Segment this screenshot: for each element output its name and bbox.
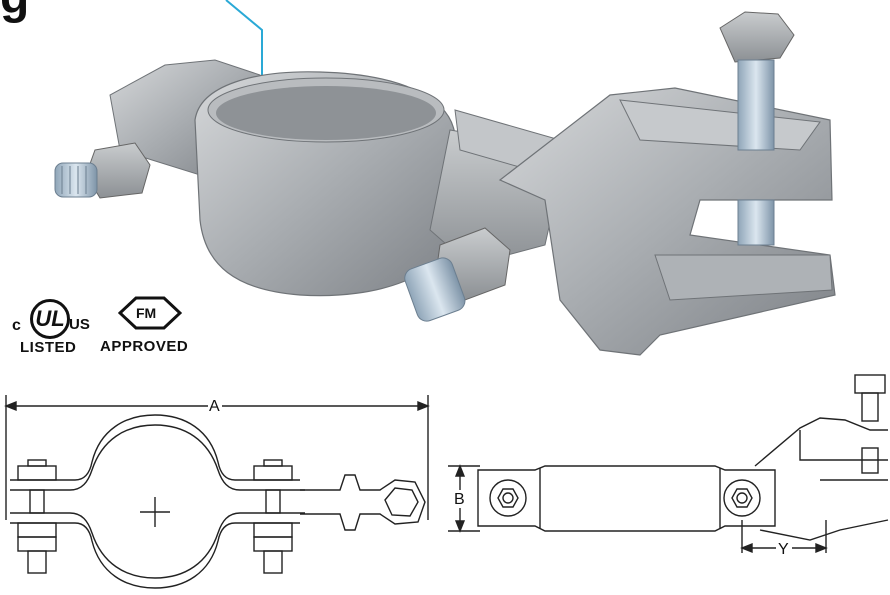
ul-prefix: c xyxy=(12,317,21,334)
fm-label: FM xyxy=(136,305,157,321)
ul-listed-mark: c UL US LISTED xyxy=(12,283,92,356)
fm-status: APPROVED xyxy=(100,338,189,355)
set-screw xyxy=(719,11,795,246)
ul-status: LISTED xyxy=(20,339,77,356)
ul-circle: UL xyxy=(30,299,70,339)
front-view xyxy=(4,395,430,589)
fm-diamond-icon xyxy=(118,296,182,330)
fm-approved-mark: FM APPROVED xyxy=(98,295,208,355)
product-photo xyxy=(54,0,836,356)
ul-suffix: US xyxy=(69,316,90,333)
dimension-y-label: Y xyxy=(778,541,789,558)
side-view xyxy=(448,374,889,554)
right-bolt xyxy=(404,227,511,322)
dimension-a-label: A xyxy=(209,398,220,415)
dimension-b-label: B xyxy=(454,491,465,508)
left-bolt xyxy=(54,142,151,199)
heading-fragment: g xyxy=(0,0,29,25)
leader-line xyxy=(225,0,263,78)
